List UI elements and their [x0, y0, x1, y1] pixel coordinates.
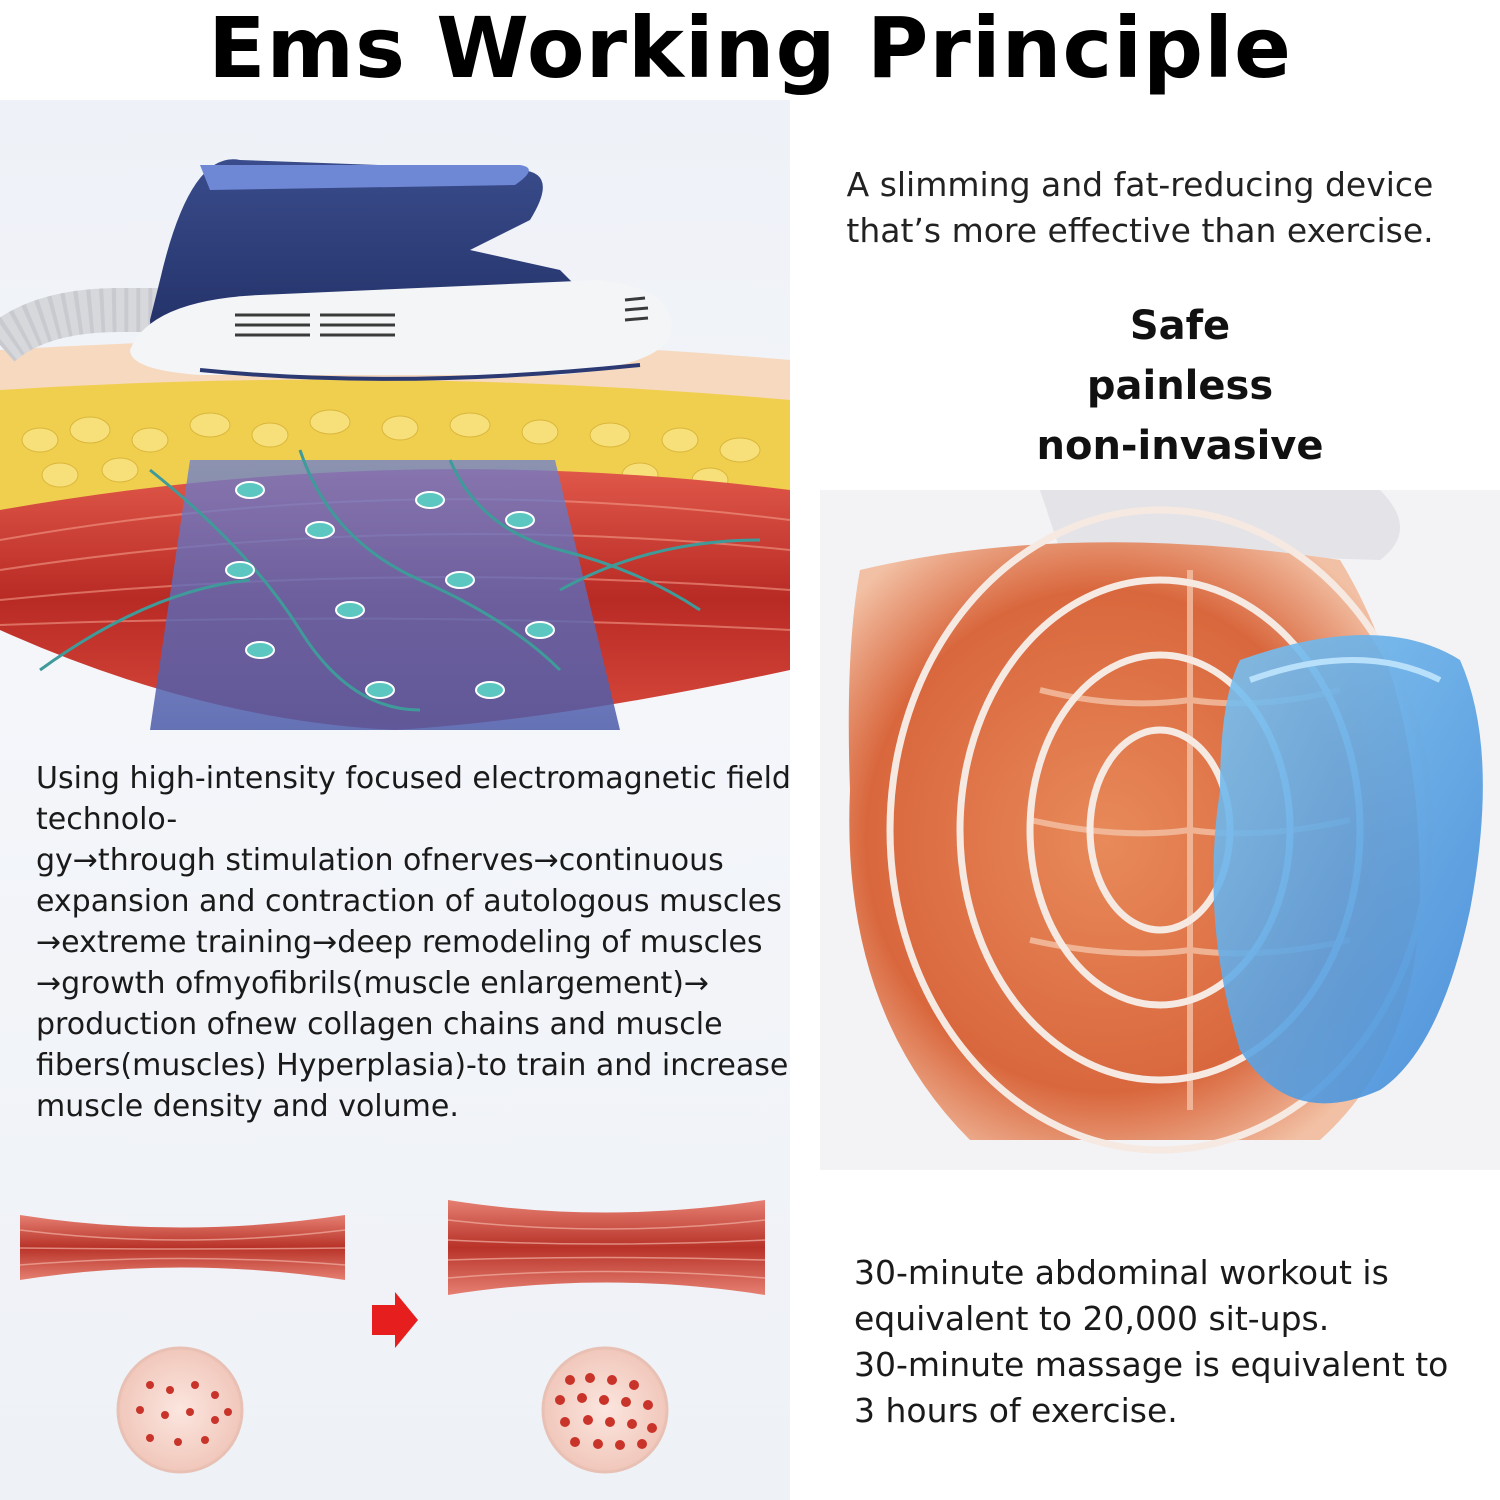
description-line: fibers(muscles) Hyperplasia)-to train an… [36, 1048, 789, 1083]
benefit-text: 30-minute abdominal workout is equivalen… [854, 1250, 1494, 1434]
description-line: technolo- [36, 802, 178, 837]
description-line: →growth ofmyofibrils(muscle enlargement)… [36, 966, 710, 1001]
tissue-illustration [0, 159, 790, 730]
feature-list: Safe painless non-invasive [960, 296, 1400, 476]
description-line: →extreme training→deep remodeling of mus… [36, 925, 763, 960]
benefit-line: equivalent to 20,000 sit-ups. [854, 1299, 1330, 1338]
benefit-line: 30-minute abdominal workout is [854, 1253, 1389, 1292]
benefit-line: 3 hours of exercise. [854, 1391, 1178, 1430]
tagline-line-2: that’s more effective than exercise. [846, 211, 1434, 250]
muscle-comparison [19, 1200, 766, 1474]
description-line: gy→through stimulation ofnerves→continuo… [36, 843, 724, 878]
benefit-line: 30-minute massage is equivalent to [854, 1345, 1449, 1384]
electromagnetic-field [150, 460, 620, 730]
cross-section-before [116, 1346, 244, 1474]
tagline-line-1: A slimming and fat-reducing device [846, 165, 1434, 204]
description-line: Using high-intensity focused electromagn… [36, 761, 791, 796]
description-line: muscle density and volume. [36, 1089, 459, 1124]
tagline: A slimming and fat-reducing device that’… [820, 162, 1460, 254]
feature-safe: Safe [1129, 303, 1231, 349]
page-title: Ems Working Principle [208, 0, 1292, 97]
thick-muscle-bundle [448, 1200, 765, 1295]
description-line: expansion and contraction of autologous … [36, 884, 782, 919]
feature-non-invasive: non-invasive [1036, 423, 1324, 469]
ems-applicator-device [130, 159, 672, 381]
cross-section-after [541, 1346, 669, 1474]
feature-painless: painless [1086, 363, 1274, 409]
red-right-arrow-icon [372, 1292, 418, 1348]
blue-applicator [1213, 635, 1483, 1104]
description-line: production ofnew collagen chains and mus… [36, 1007, 723, 1042]
description-text: Using high-intensity focused electromagn… [36, 758, 796, 1127]
thin-muscle-bundle [20, 1215, 345, 1280]
abdomen-illustration [820, 490, 1500, 1170]
